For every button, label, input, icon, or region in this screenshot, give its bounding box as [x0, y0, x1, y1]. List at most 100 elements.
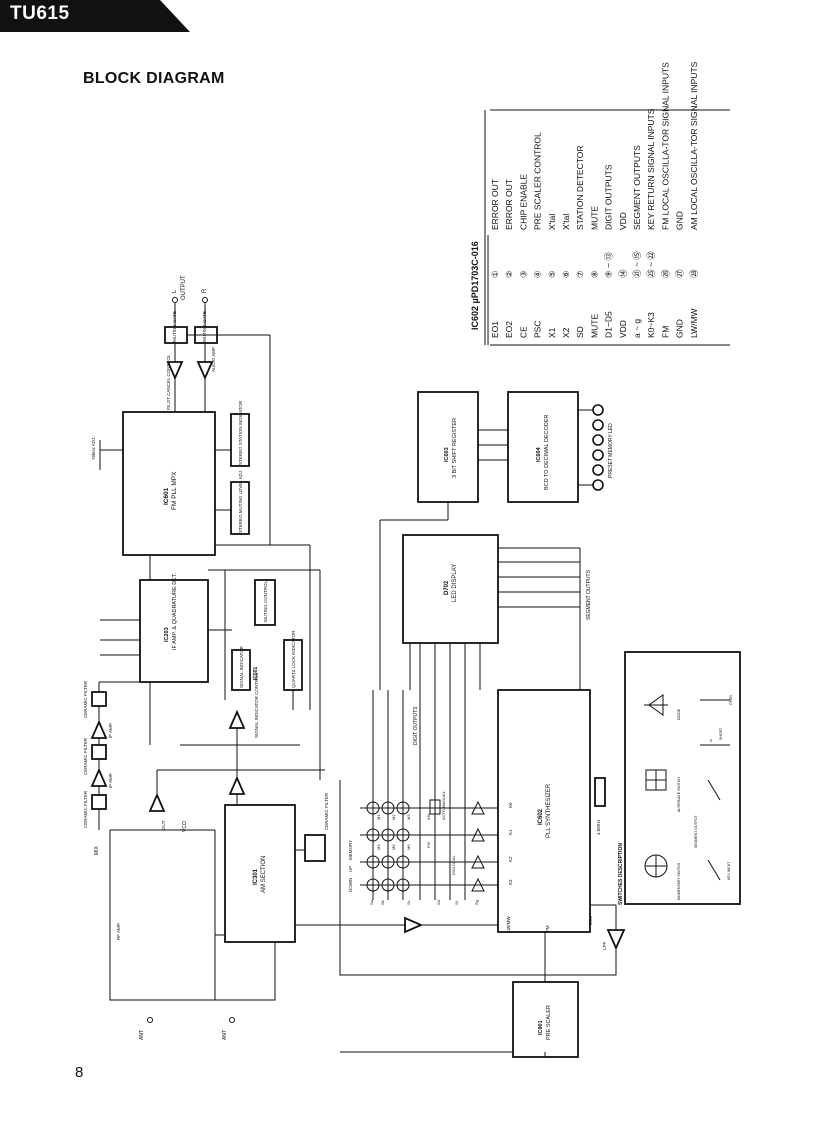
d702-name: D702 [444, 580, 450, 595]
m3-label: M3 [406, 814, 411, 820]
short-label: SHORT [719, 727, 723, 740]
ic203-desc: IF AMP. & QUADRATURE DET. [172, 572, 178, 650]
memory-label: MEMORY [348, 840, 353, 860]
sa-label: Sa [369, 899, 374, 905]
ceramic-filter-1-label: CERAMIC FILTER [83, 680, 88, 718]
audio-amp-label: AUDIO AMP. [211, 346, 216, 372]
stereo-station-label: STEREO STATION INDICATOR [238, 400, 243, 465]
sb-label: Sb [380, 899, 385, 905]
ic603-desc: 3 BIT SHIFT REGISTER [452, 418, 458, 478]
ant-am-label: ANT [222, 1030, 228, 1040]
key-matrix: MEMORY UP DOWN AUTO MANUAL AM FM DX/LOCA… [348, 690, 513, 905]
ic604-desc: BCD TO DECIMAL DECODER [544, 415, 550, 490]
key-input-label: KEY INPUT [727, 861, 731, 880]
signal-ind-control-label: SIGNAL INDICATOR CONTROL [254, 672, 259, 738]
d702-desc: LED DISPLAY [452, 564, 458, 602]
pin-table-desc: CHIP ENABLE [518, 174, 528, 230]
ic301-name: IC301 [253, 868, 259, 885]
muting-control-label: MUTING CONTROL [263, 581, 268, 622]
m6-label: M6 [406, 844, 411, 850]
ic602-name: IC602 [538, 808, 544, 825]
ic203-name: IC203 [164, 627, 170, 642]
m5-label: M5 [391, 844, 396, 850]
pin-table-pin: ㉕ ~ ㉒ [646, 251, 656, 278]
ic901-name: IC901 [538, 1020, 544, 1035]
ic604-name: IC604 [536, 446, 542, 462]
digit-outputs-label: DIGIT OUTPUTS [413, 706, 419, 745]
pin-table-symbol: K0~K3 [646, 312, 656, 338]
m1-label: M1 [376, 814, 381, 820]
pin-table-symbol: CE [518, 326, 528, 338]
signal-indicator-label: SIGNAL INDICATOR [239, 645, 244, 688]
ant-fm-label: ANT [139, 1030, 145, 1040]
mix-label: MIX [94, 845, 100, 855]
pin-table-symbol: GND [675, 319, 685, 338]
pilot-cancel-label: PILOT CANCEL CONTROL [166, 354, 171, 410]
sg-label: Sg [474, 900, 479, 905]
pin-table-symbol: PSC [533, 321, 543, 338]
pin-table-pin: ⑦ [575, 270, 585, 278]
switches-description: SWITCHES DESCRIPTION MOMENTARY SWITCH AL… [618, 652, 740, 905]
eo1-label: EO1 [588, 915, 593, 925]
k2-label: K2 [508, 856, 513, 862]
pin-table-pin: ③ [518, 270, 528, 278]
k1-label: K1 [508, 829, 513, 835]
muting-gate-r-label: MUTING GATE [202, 311, 207, 342]
fm-key-label: FM [426, 842, 431, 848]
pin-table-symbol: LW/MW [689, 308, 699, 338]
pin-table-desc: AM LOCAL OSCILLA-TOR SIGNAL INPUTS [689, 61, 699, 230]
pin-table-symbol: FM [660, 326, 670, 338]
auto-manual-label: AUTO MANUAL [441, 790, 446, 820]
pin-table-symbol: D1~D5 [604, 311, 614, 338]
stereo-muting-label: STEREO MUTING LEVEL ADJ. [238, 470, 243, 533]
sf-label: Sf [454, 900, 459, 905]
pin-table-symbol: VDD [618, 320, 628, 338]
pin-table-pin: ⑥ [561, 270, 571, 278]
pin-table-pin: ④ [533, 270, 543, 278]
ic301-block: IC301 AM SECTION CERAMIC FILTER [225, 745, 498, 942]
preset-memory-led-label: PRESET MEMORY LED [608, 423, 614, 478]
pin-table-title: IC602 µPD1703C-016 [470, 241, 480, 330]
ceramic-filter-am-label: CERAMIC FILTER [324, 792, 329, 830]
m4-label: M4 [376, 844, 381, 850]
pin-table-pin: ② [504, 270, 514, 278]
ic901-block: IC901 PRE SCALER [340, 982, 578, 1057]
pin-table-desc: MUTE [589, 206, 599, 230]
diode-label: DIODE [677, 708, 681, 720]
down-label: DOWN [348, 878, 353, 892]
pin-table-desc: STATION DETECTOR [575, 145, 585, 230]
pin-table-symbol: X1 [547, 327, 557, 338]
am-key-label: AM [426, 814, 431, 820]
pin-table-pin: ⑤ [547, 270, 557, 278]
pin-table-pin: ⑨ ~ ⑬ [604, 252, 614, 278]
ic602-desc: PLL SYNTHESIZER [546, 783, 552, 838]
ceramic-filter-2-label: CERAMIC FILTER [83, 737, 88, 775]
pin-table-symbol: MUTE [589, 314, 599, 338]
pin-table-pin: ⑭ [618, 269, 628, 278]
out-label: OUT [161, 820, 166, 830]
lpf-label: LPF [602, 941, 607, 950]
pin-table-pin: ⑧ [589, 270, 599, 278]
pin-table-pin: ㉖ [660, 269, 670, 278]
pin-table-symbol: EO1 [490, 321, 500, 338]
pin-table-desc: FM LOCAL OSCILLA-TOR SIGNAL INPUTS [660, 62, 670, 230]
ic601-name: IC601 [163, 487, 170, 505]
if-amp-2-label: IF AMP. [108, 773, 113, 788]
momentary-label: MOMENTARY SWITCH [677, 862, 681, 900]
pin-table-desc: VDD [618, 212, 628, 230]
switches-title: SWITCHES DESCRIPTION [618, 843, 624, 905]
pin-table-desc: SEGMENT OUTPUTS [632, 145, 642, 230]
ic601-desc: FM PLL MPX [171, 471, 178, 510]
output-label: OUTPUT [181, 275, 187, 300]
segment-outputs-label: SEGMENT OUTPUTS [586, 569, 592, 620]
k0-label: K0 [508, 802, 513, 808]
ic603-name: IC603 [444, 447, 450, 462]
pin-table-pin: ㉑ ~ ⑮ [632, 251, 642, 278]
sd-label: Sd [436, 900, 441, 905]
pin-table-desc: GND [675, 211, 685, 230]
if-amp-1-label: IF AMP. [108, 723, 113, 738]
pin-table-desc: KEY RETURN SIGNAL INPUTS [646, 108, 656, 230]
pin-table-desc: ERROR OUT [490, 179, 500, 230]
alternate-label: ALTERNATE SWITCH [677, 777, 681, 812]
